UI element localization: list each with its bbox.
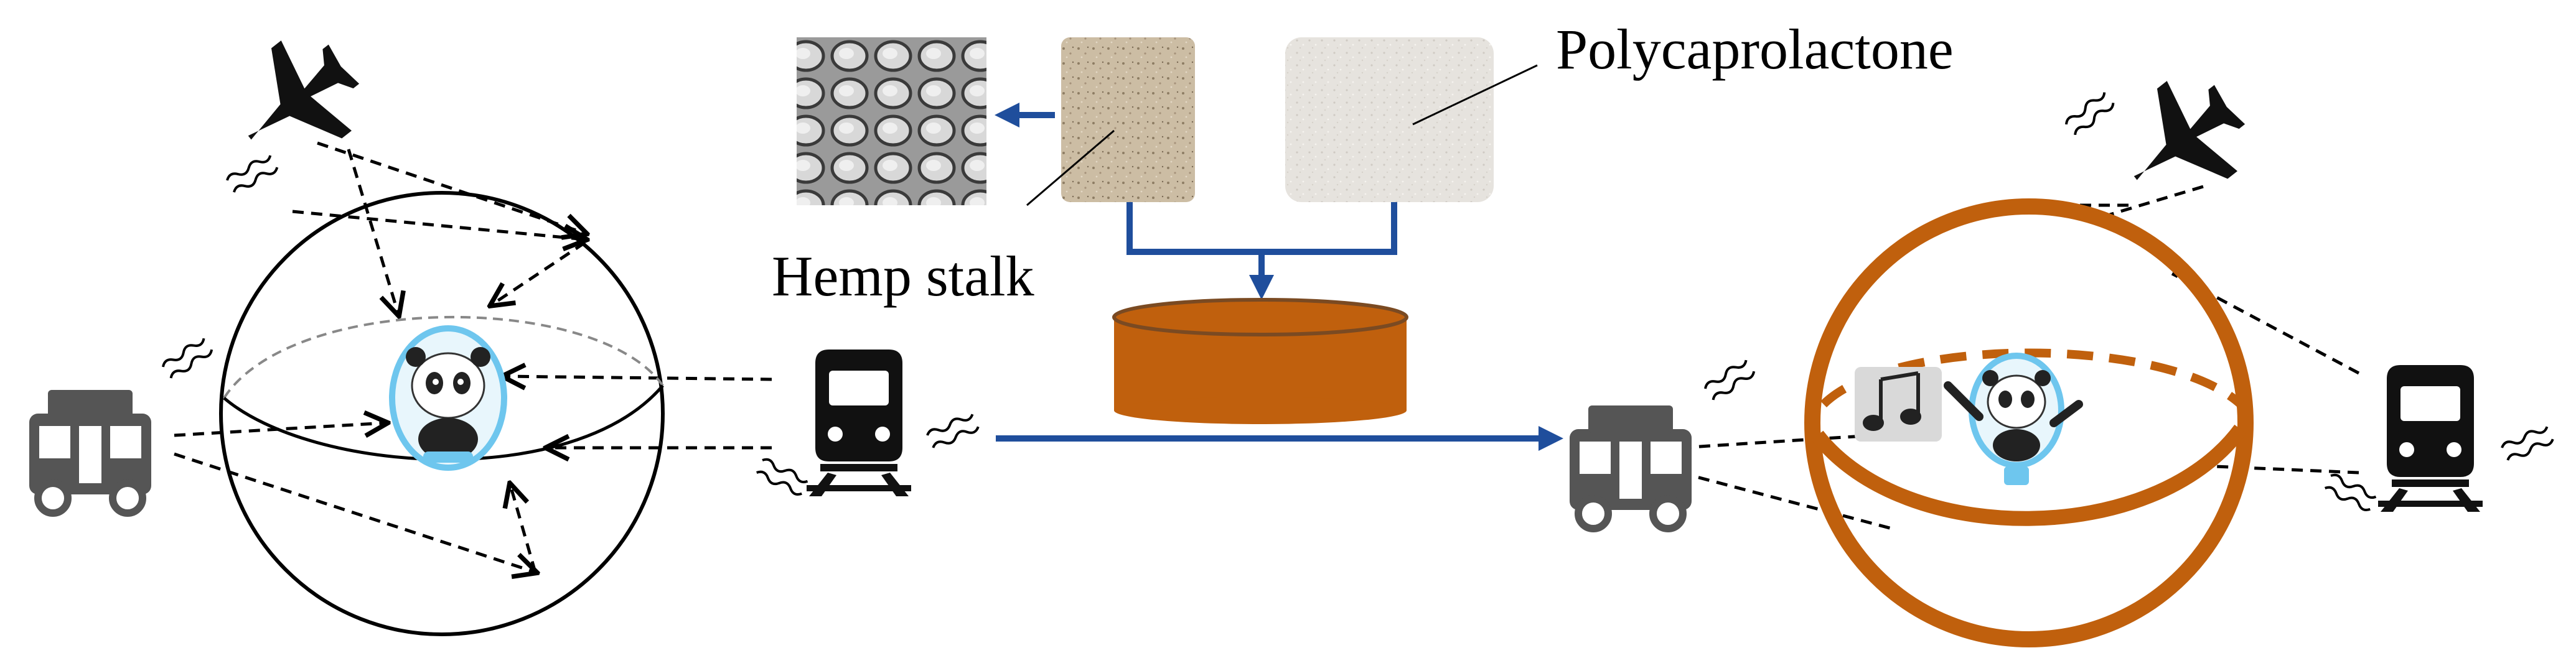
bus-icon [1570,405,1692,529]
sem-micrograph [797,37,986,205]
airplane-noise-lines [224,151,280,197]
train-icon [2378,365,2483,512]
leader-polycaprolactone [1412,64,1538,126]
left-scene [29,19,981,636]
bus-noise-lines [1702,356,1758,404]
airplane-icon [2100,59,2265,223]
materials-section: Polycaprolactone Hemp stalk [772,17,1954,451]
bus-icon [29,390,151,513]
right-scene [1570,59,2555,647]
composite-puck [1112,298,1408,424]
left-noise-paths [174,141,772,572]
leader-hemp-stalk [1026,129,1115,206]
mixing-connector [1126,202,1397,300]
hemp-stalk-label: Hemp stalk [772,244,1034,308]
hemp-stalk-powder-photo [1061,37,1195,202]
train-icon [807,350,911,496]
airplane-icon [214,19,380,183]
panda-mascot-icon [389,325,507,471]
panda-mascot-icon [1944,353,2083,485]
bus-noise-lines [160,335,215,382]
airplane-noise-lines [2063,88,2117,139]
polycaprolactone-label: Polycaprolactone [1556,17,1954,81]
music-notes-icon [1855,367,1942,442]
polycaprolactone-powder-photo [1285,37,1494,202]
